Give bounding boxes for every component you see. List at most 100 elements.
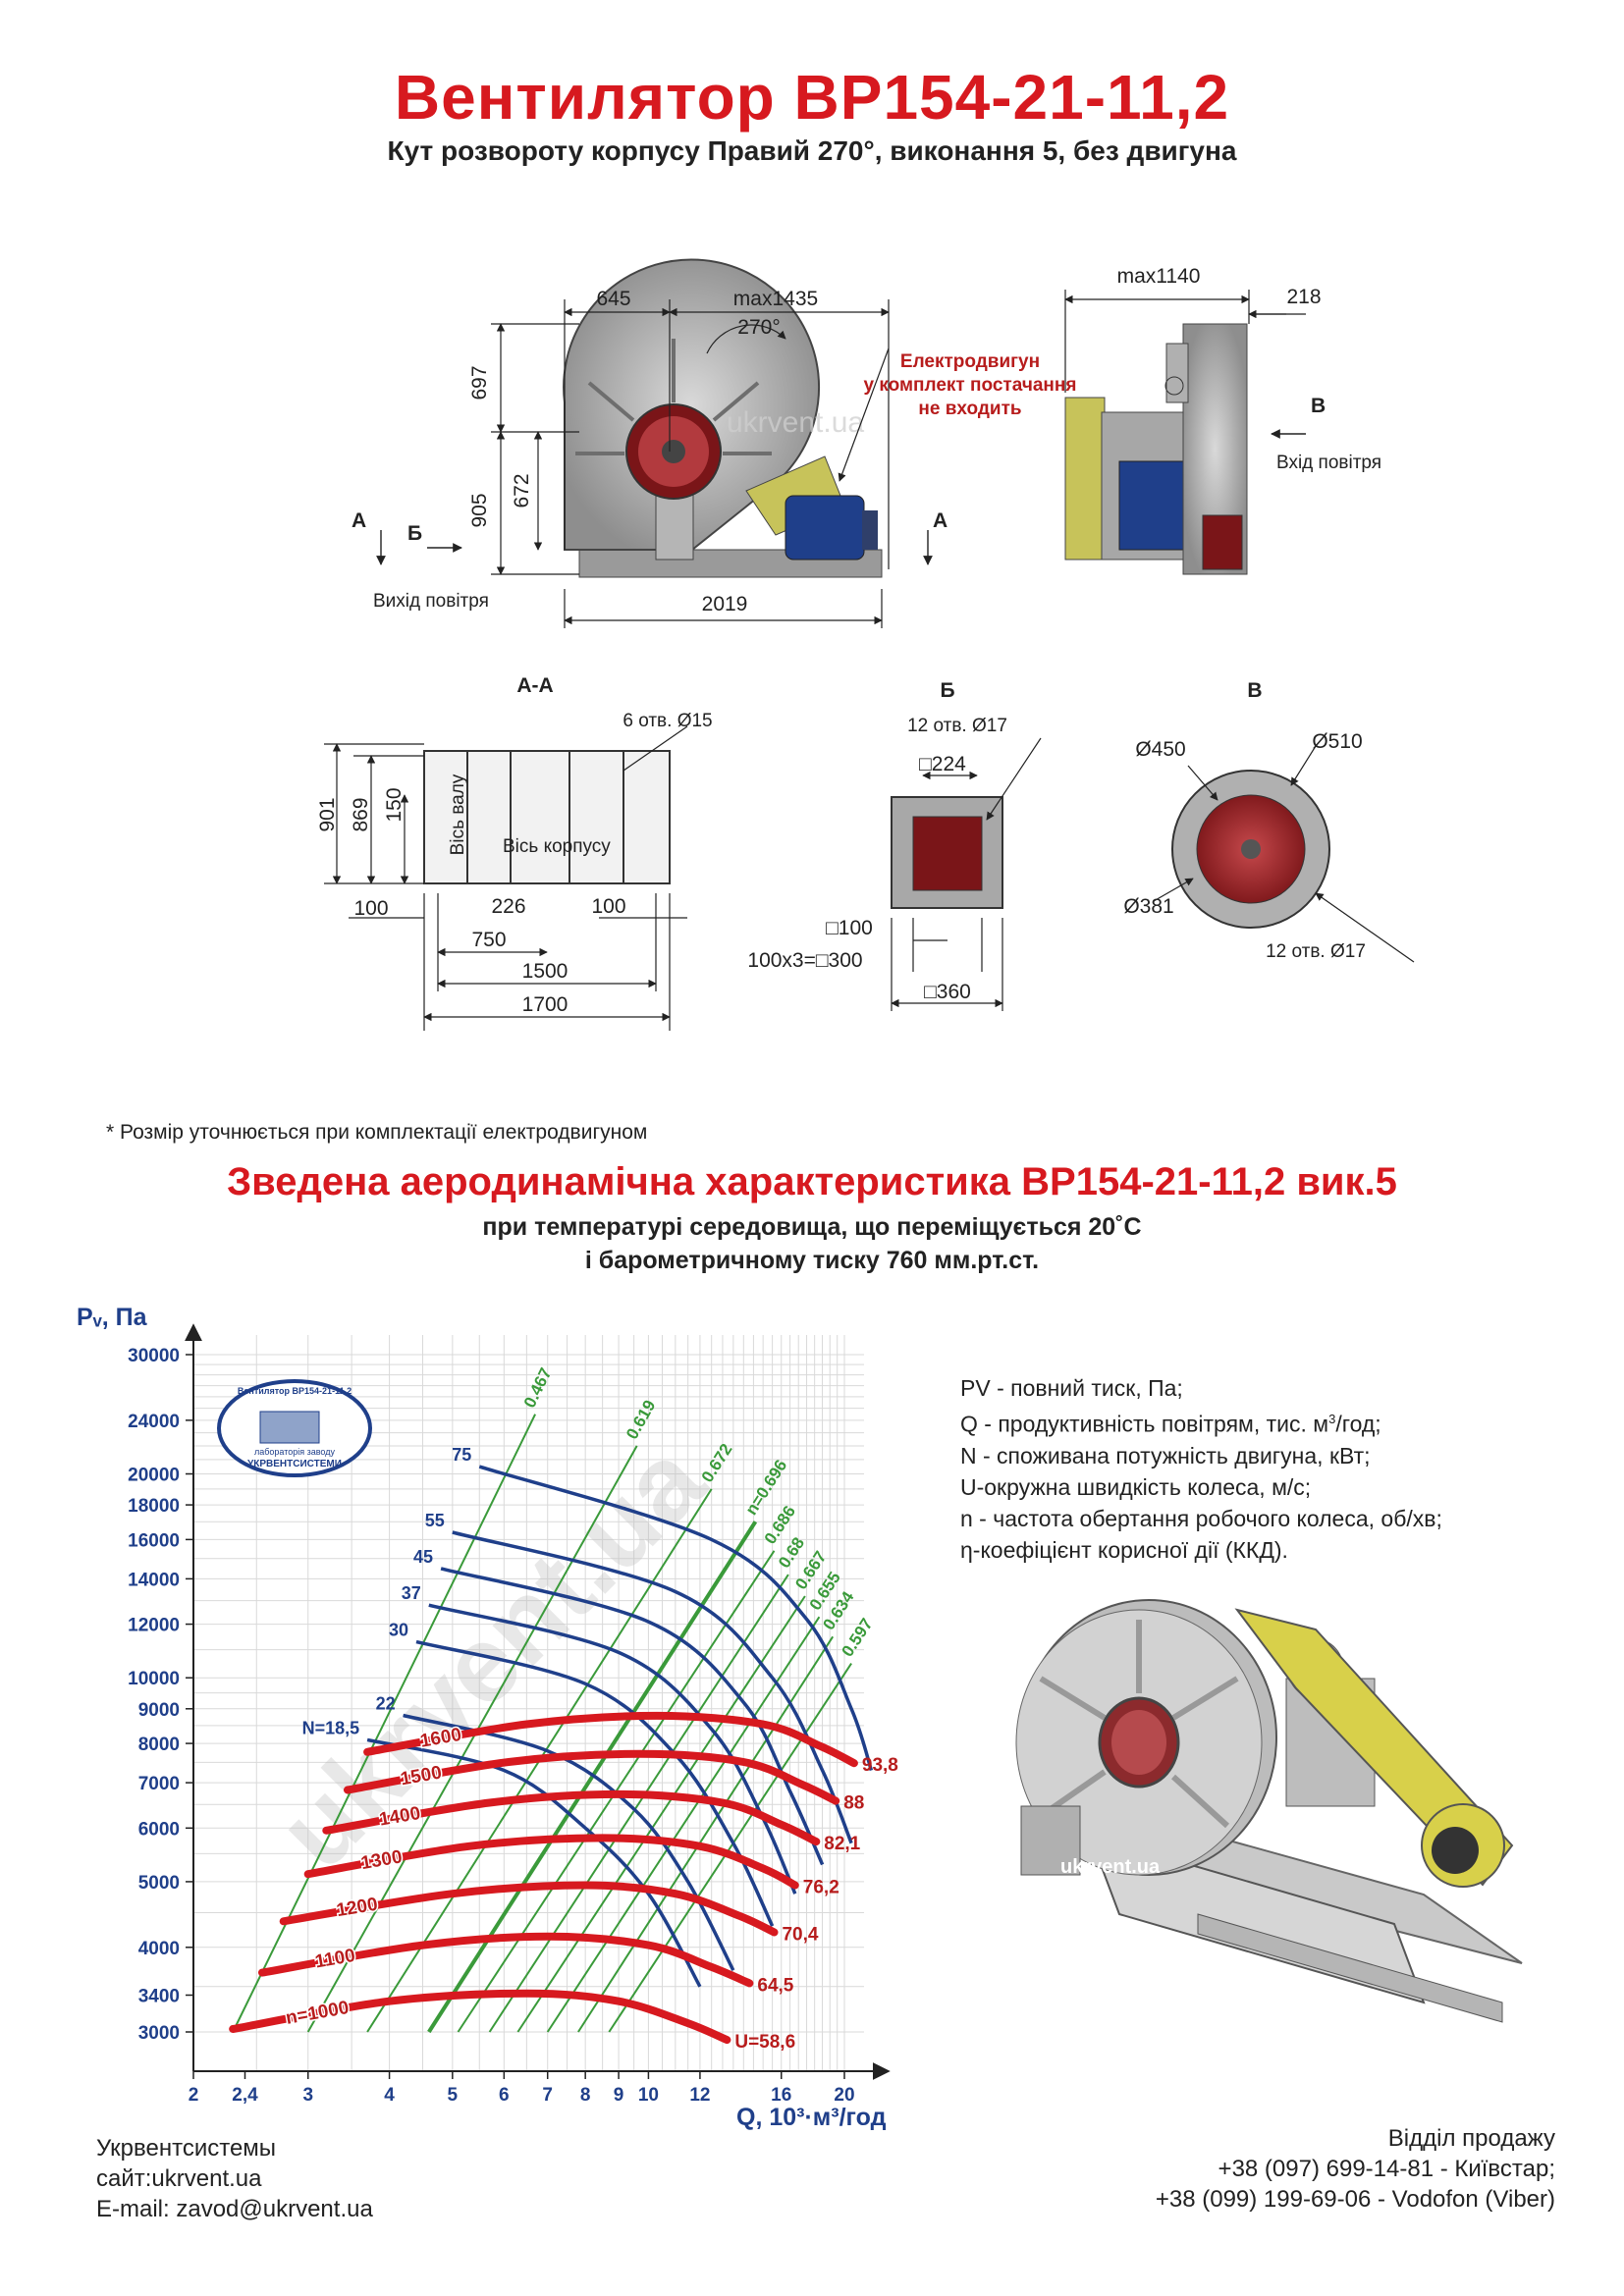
y-tick-label: 18000 [128, 1496, 180, 1517]
x-tick-label: 12 [689, 2085, 710, 2106]
legend-n: N - споживана потужність двигуна, кВт; [960, 1442, 1371, 1468]
efficiency-line [608, 1663, 852, 2033]
chart-badge: Вентилятор ВР154-21-11,2 лабораторія зав… [217, 1379, 372, 1477]
y-tick-label: 12000 [128, 1616, 180, 1636]
dim-sq224: □224 [919, 753, 966, 775]
dim-d510: Ø510 [1312, 730, 1362, 753]
dim-100a: 100 [353, 897, 388, 920]
motor-note-line2: у комплект постачання [864, 375, 1077, 396]
section-v-holes: 12 отв. Ø17 [1266, 941, 1366, 962]
section-aa-frame [423, 750, 671, 884]
arrow-a-right: А [933, 509, 947, 532]
dim-2019: 2019 [702, 593, 748, 615]
dim-672: 672 [511, 473, 533, 507]
power-curve [440, 1567, 825, 1866]
chart-legend: PV - повний тиск, Па; Q - продуктивність… [960, 1372, 1442, 1566]
inlet-label: Вхід повітря [1276, 453, 1381, 473]
y-tick-label: 30000 [128, 1346, 180, 1366]
y-tick-label: 8000 [138, 1735, 180, 1755]
dim-901: 901 [316, 797, 339, 831]
speed-curve [258, 1932, 754, 1988]
legend-u: U-окружна швидкість колеса, м/с; [960, 1473, 1312, 1500]
dim-sq100: □100 [826, 917, 873, 939]
efficiency-line [488, 1574, 789, 2033]
section-v-flange [1171, 770, 1330, 929]
section-b-holes: 12 отв. Ø17 [907, 716, 1007, 736]
efficiency-label: 0.672 [698, 1440, 736, 1485]
dim-905: 905 [468, 493, 491, 527]
speed-curve [322, 1789, 821, 1846]
dim-100b: 100 [591, 895, 625, 918]
chart-subtitle-2: і барометричному тиску 760 мм.рт.ст. [584, 1247, 1040, 1274]
efficiency-line [546, 1616, 821, 2033]
efficiency-line [306, 1445, 638, 2033]
page-subtitle: Кут розвороту корпусу Правий 270°, викон… [387, 135, 1237, 166]
efficiency-line [516, 1595, 806, 2033]
power-curve [366, 1737, 702, 1988]
y-tick-label: 9000 [138, 1700, 180, 1721]
legend-eta: η-коефіцієнт корисної дії (ККД). [960, 1536, 1288, 1563]
tip-speed-label: 82,1 [824, 1834, 860, 1854]
dim-d450: Ø450 [1135, 738, 1185, 761]
speed-label: 1200 [335, 1895, 379, 1922]
illustration-watermark: ukrvent.ua [1060, 1856, 1161, 1878]
x-tick-label: 4 [384, 2085, 395, 2106]
shaft-axis-label: Вісь валу [448, 774, 468, 855]
power-label: 22 [376, 1694, 396, 1714]
watermark-text: ukrvent.ua [727, 406, 864, 439]
section-aa-holes: 6 отв. Ø15 [623, 711, 712, 731]
y-tick-label: 10000 [128, 1669, 180, 1689]
x-tick-label: 5 [448, 2085, 459, 2106]
sales-info: Відділ продажу +38 (097) 699-14-81 - Киї… [1156, 2123, 1555, 2215]
y-tick-label: 7000 [138, 1774, 180, 1794]
dim-1500: 1500 [522, 960, 568, 983]
badge-top-text: Вентилятор ВР154-21-11,2 [238, 1386, 352, 1396]
chart-title: Зведена аеродинамічна характеристика ВР1… [227, 1160, 1397, 1203]
speed-curve [279, 1881, 779, 1937]
speed-label: 1100 [313, 1946, 356, 1973]
power-curve [478, 1465, 874, 1772]
body-axis-label: Вісь корпусу [503, 836, 611, 857]
tip-speed-label: 76,2 [803, 1878, 839, 1898]
y-tick-label: 16000 [128, 1530, 180, 1551]
y-tick-label: 14000 [128, 1570, 180, 1590]
dim-218: 218 [1286, 286, 1321, 308]
x-tick-label: 9 [614, 2085, 624, 2106]
y-tick-label: 4000 [138, 1939, 180, 1959]
dim-max1435: max1435 [733, 288, 818, 310]
speed-curve [229, 1989, 731, 2045]
power-label: 30 [389, 1621, 408, 1640]
y-axis-label: Pᵥ, Па [77, 1304, 148, 1331]
x-tick-label: 7 [542, 2085, 553, 2106]
speed-curve [363, 1711, 858, 1768]
legend-rpm: n - частота обертання робочого колеса, о… [960, 1505, 1442, 1531]
section-b-flange [891, 796, 1003, 909]
footnote: * Розмір уточнюється при комплектації ел… [106, 1121, 648, 1144]
efficiency-line [232, 1414, 536, 2033]
tip-speed-label: 64,5 [757, 1975, 793, 1996]
technical-drawings: ukrvent.ua 645 max1435 270° 697 905 672 … [316, 258, 1415, 1031]
performance-chart: Вентилятор ВР154-21-11,2 лабораторія зав… [77, 1304, 898, 2131]
motor-note-line1: Електродвигун [900, 351, 1040, 372]
dim-750: 750 [471, 929, 506, 951]
x-tick-label: 2 [189, 2085, 199, 2106]
dim-sq360: □360 [924, 981, 971, 1003]
page-title: Вентилятор ВР154-21-11,2 [394, 62, 1230, 133]
company-site: сайт:ukrvent.ua [96, 2165, 262, 2192]
speed-curves: n=1000U=58,6110064,5120070,4130076,21400… [229, 1711, 898, 2053]
y-tick-label: 3400 [138, 1986, 180, 2006]
sales-phone-2: +38 (099) 199-69-06 - Vodofon (Viber) [1155, 2186, 1555, 2213]
power-label: 37 [402, 1583, 421, 1603]
x-tick-label: 8 [580, 2085, 591, 2106]
dim-pitch: 100х3=□300 [747, 949, 862, 972]
dim-645: 645 [596, 288, 630, 310]
y-tick-label: 6000 [138, 1819, 180, 1840]
dim-angle: 270° [737, 316, 780, 339]
tip-speed-label: 70,4 [782, 1924, 818, 1945]
chart-ticks: 3000340040005000600070008000900010000120… [128, 1346, 854, 2106]
arrow-v: В [1311, 395, 1326, 417]
fan-3d-illustration: ukrvent.ua [1015, 1599, 1523, 2023]
section-aa-title: А-А [516, 674, 553, 697]
speed-curve [303, 1834, 799, 1890]
tip-speed-label: U=58,6 [734, 2032, 795, 2053]
